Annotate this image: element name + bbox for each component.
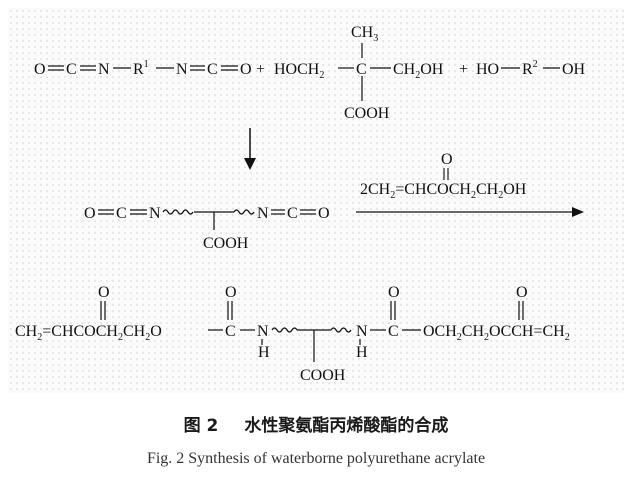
product-left-chain: CH2=CHCOCH2CH2O xyxy=(15,323,162,343)
carbonyl-oxygen-3: O xyxy=(388,284,400,301)
urethane-nitrogen-2: N xyxy=(356,323,368,340)
carboxyl-group: COOH xyxy=(344,105,390,122)
hydroxymethyl-right: CH2OH xyxy=(393,61,444,81)
carbonyl-oxygen-2: O xyxy=(225,284,237,301)
down-arrow-icon xyxy=(244,128,256,170)
figure-caption-english: Fig. 2 Synthesis of waterborne polyureth… xyxy=(146,450,486,467)
carbonyl-oxygen: O xyxy=(441,151,453,168)
quaternary-carbon: C xyxy=(356,61,367,78)
intermediate-bonds xyxy=(98,209,316,230)
atom-o: O xyxy=(84,205,96,222)
hydroxyl-left: HO xyxy=(476,61,499,78)
carboxyl-group: COOH xyxy=(300,367,346,384)
atom-n: N xyxy=(98,61,110,78)
group-r1: R1 xyxy=(133,59,149,78)
methyl-group: CH3 xyxy=(351,24,378,44)
polyurethane-acrylate-product: CH2=CHCOCH2CH2O C N H N H C OCH2CH2OCCH=… xyxy=(15,284,570,384)
atom-n: N xyxy=(149,205,161,222)
figure-caption-chinese: 图 2 水性聚氨酯丙烯酸酯的合成 xyxy=(0,411,632,436)
diisocyanate: O C N R1 N C O xyxy=(34,59,252,78)
reagent-carbonyl-bond xyxy=(443,168,449,180)
atom-o-2: O xyxy=(318,205,330,222)
carboxyl-group: COOH xyxy=(203,235,249,252)
dmpa: CH3 HOCH2 C CH2OH COOH xyxy=(274,24,444,122)
figure-title-chinese: 水性聚氨酯丙烯酸酯的合成 xyxy=(244,416,449,436)
urethane-nitrogen-1: N xyxy=(257,323,269,340)
right-arrow-icon xyxy=(356,207,584,217)
urethane-carbon-1: C xyxy=(225,323,236,340)
urethane-hydrogen-2: H xyxy=(356,344,368,361)
plus-sign-1: + xyxy=(256,61,265,78)
atom-o-2: O xyxy=(240,61,252,78)
diol: HO R2 OH xyxy=(476,59,586,78)
atom-o: O xyxy=(34,61,46,78)
product-bonds xyxy=(100,301,524,362)
product-right-chain: OCH2CH2OCCH=CH2 xyxy=(423,323,570,343)
carbonyl-oxygen-4: O xyxy=(516,284,528,301)
nco-prepolymer: O C N N C O COOH xyxy=(84,205,330,252)
carbonyl-oxygen-1: O xyxy=(98,284,110,301)
atom-c: C xyxy=(116,205,127,222)
atom-n-2: N xyxy=(257,205,269,222)
dmpa-bonds xyxy=(338,43,391,101)
hydroxymethyl-left: HOCH2 xyxy=(274,61,324,81)
reaction-scheme: O C N R1 N C O + CH3 HOCH2 C CH2OH COOH xyxy=(15,24,586,384)
urethane-hydrogen-1: H xyxy=(258,344,270,361)
atom-c-2: C xyxy=(287,205,298,222)
plus-sign-2: + xyxy=(459,61,468,78)
atom-c-2: C xyxy=(207,61,218,78)
group-r2: R2 xyxy=(522,59,538,78)
reaction-scheme-panel xyxy=(8,8,624,393)
atom-c: C xyxy=(66,61,77,78)
hydroxyl-right: OH xyxy=(562,61,586,78)
diisocyanate-bonds xyxy=(48,65,238,71)
figure-label: 图 2 xyxy=(183,416,219,436)
hydroxyethyl-acrylate-reagent: O 2CH2=CHCOCH2CH2OH xyxy=(360,151,527,201)
atom-n-2: N xyxy=(176,61,188,78)
reagent-formula: 2CH2=CHCOCH2CH2OH xyxy=(360,181,527,201)
urethane-carbon-2: C xyxy=(388,323,399,340)
